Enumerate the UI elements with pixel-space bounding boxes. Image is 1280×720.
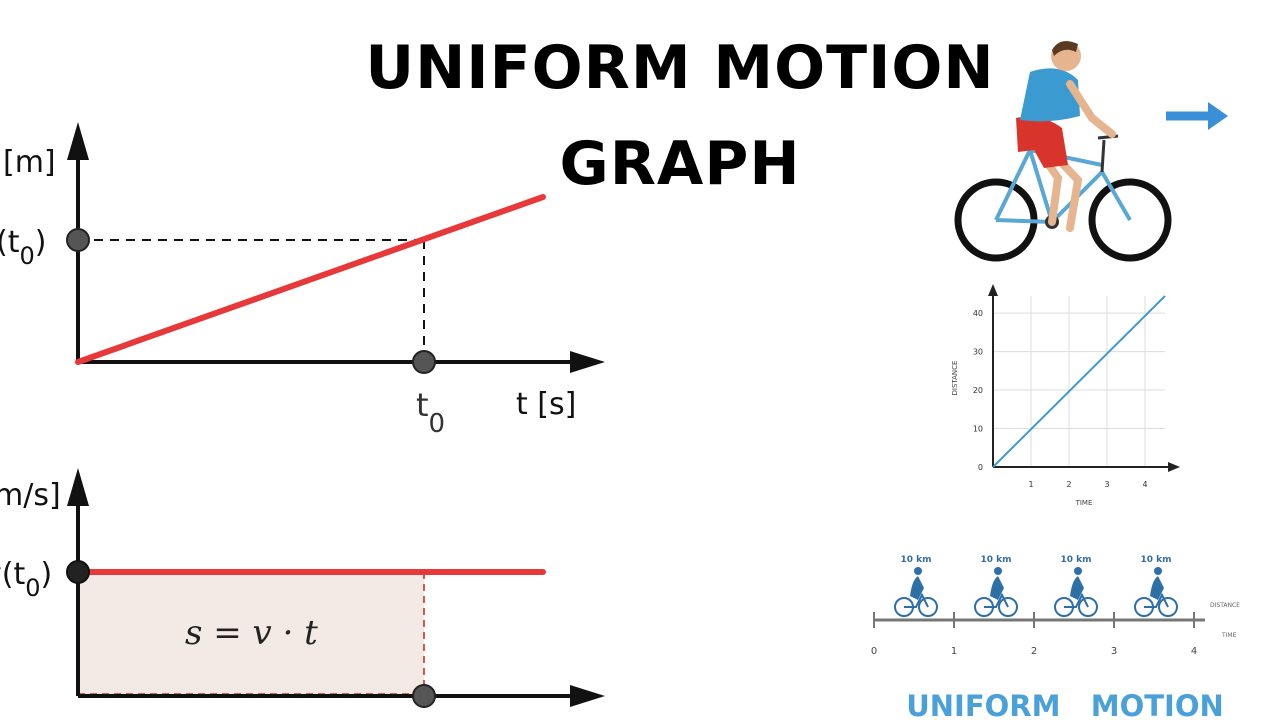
track-ticks: 0 1 2 3 4 xyxy=(871,612,1197,657)
track-time-label: TIME xyxy=(1221,632,1237,639)
track-rider: 10 km xyxy=(894,555,938,617)
position-y-marker-label: (t0) xyxy=(0,225,46,270)
dt-ylabel: DISTANCE xyxy=(951,361,959,396)
track-rider: 10 km xyxy=(974,555,1018,617)
bicycle-front-wheel xyxy=(1088,178,1172,262)
dt-x-tick: 4 xyxy=(1142,480,1147,489)
area-formula: s = v · t xyxy=(185,613,318,653)
dt-y-tick-labels: 0 10 20 30 40 xyxy=(973,309,983,472)
track-segment-label: 10 km xyxy=(980,555,1011,565)
track-tick-label: 3 xyxy=(1111,646,1117,657)
position-x-axis-label: t [s] xyxy=(516,387,576,422)
velocity-y-marker-dot xyxy=(66,560,90,584)
position-x-axis-arrow xyxy=(570,351,605,373)
title-line-1: UNIFORM MOTION xyxy=(365,33,994,103)
position-x-marker-dot xyxy=(412,350,436,374)
track-distance-label: DISTANCE xyxy=(1210,602,1240,609)
dt-x-tick: 3 xyxy=(1104,480,1109,489)
cyclist-illustration xyxy=(954,41,1228,262)
track-tick-label: 1 xyxy=(951,646,957,657)
dt-x-tick-labels: 1 2 3 4 xyxy=(1028,480,1147,489)
dt-y-tick: 30 xyxy=(973,348,983,357)
dt-x-tick: 2 xyxy=(1066,480,1071,489)
track-riders: 10 km 10 km 10 km 10 km xyxy=(894,555,1178,617)
position-x-marker-label: t0 xyxy=(416,386,445,439)
title-line-2: GRAPH xyxy=(559,129,800,199)
distance-time-chart: 0 10 20 30 40 1 2 3 4 DISTANCE TIME xyxy=(951,284,1180,507)
track-tick-label: 0 xyxy=(871,646,877,657)
track-segment-label: 10 km xyxy=(1060,555,1091,565)
dt-y-tick: 20 xyxy=(973,386,983,395)
dt-y-tick: 0 xyxy=(978,463,983,472)
position-y-axis-label: [m] xyxy=(3,145,56,180)
position-y-axis-arrow xyxy=(67,122,89,160)
dt-y-tick: 40 xyxy=(973,309,983,318)
motion-arrow-icon xyxy=(1208,102,1228,130)
velocity-y-axis-label: m/s] xyxy=(0,478,61,513)
distance-time-grid xyxy=(993,296,1165,467)
track-rider: 10 km xyxy=(1134,555,1178,617)
track-segment-label: 10 km xyxy=(1140,555,1171,565)
track-caption: UNIFORM MOTION xyxy=(906,689,1224,720)
track-tick-label: 2 xyxy=(1031,646,1037,657)
dt-y-tick: 10 xyxy=(973,425,983,434)
cyclist-track: 0 1 2 3 4 10 km 10 km 10 km 10 km DISTANCE TIME… xyxy=(871,555,1240,720)
track-rider: 10 km xyxy=(1054,555,1098,617)
cyclist-shirt xyxy=(1020,68,1080,122)
velocity-y-axis-arrow xyxy=(67,468,89,506)
velocity-y-marker-label: v(t0) xyxy=(0,557,52,602)
position-time-graph: [m] (t0) t0 t [s] xyxy=(0,122,605,439)
velocity-time-graph: m/s] v(t0) s = v · t xyxy=(0,468,605,708)
dt-x-axis-arrow xyxy=(1168,462,1180,472)
position-red-line xyxy=(75,194,546,365)
velocity-x-marker-dot xyxy=(412,684,436,708)
velocity-x-axis-arrow xyxy=(570,685,605,707)
dt-y-axis-arrow xyxy=(988,284,998,296)
page-title: UNIFORM MOTION GRAPH xyxy=(365,33,994,199)
track-tick-label: 4 xyxy=(1191,646,1197,657)
position-y-marker-dot xyxy=(66,228,90,252)
dt-xlabel: TIME xyxy=(1075,499,1093,507)
track-segment-label: 10 km xyxy=(900,555,931,565)
dt-data-line xyxy=(992,295,1166,468)
dt-x-tick: 1 xyxy=(1028,480,1033,489)
velocity-area-fill xyxy=(78,572,424,696)
cyclist-shorts xyxy=(1016,116,1068,168)
